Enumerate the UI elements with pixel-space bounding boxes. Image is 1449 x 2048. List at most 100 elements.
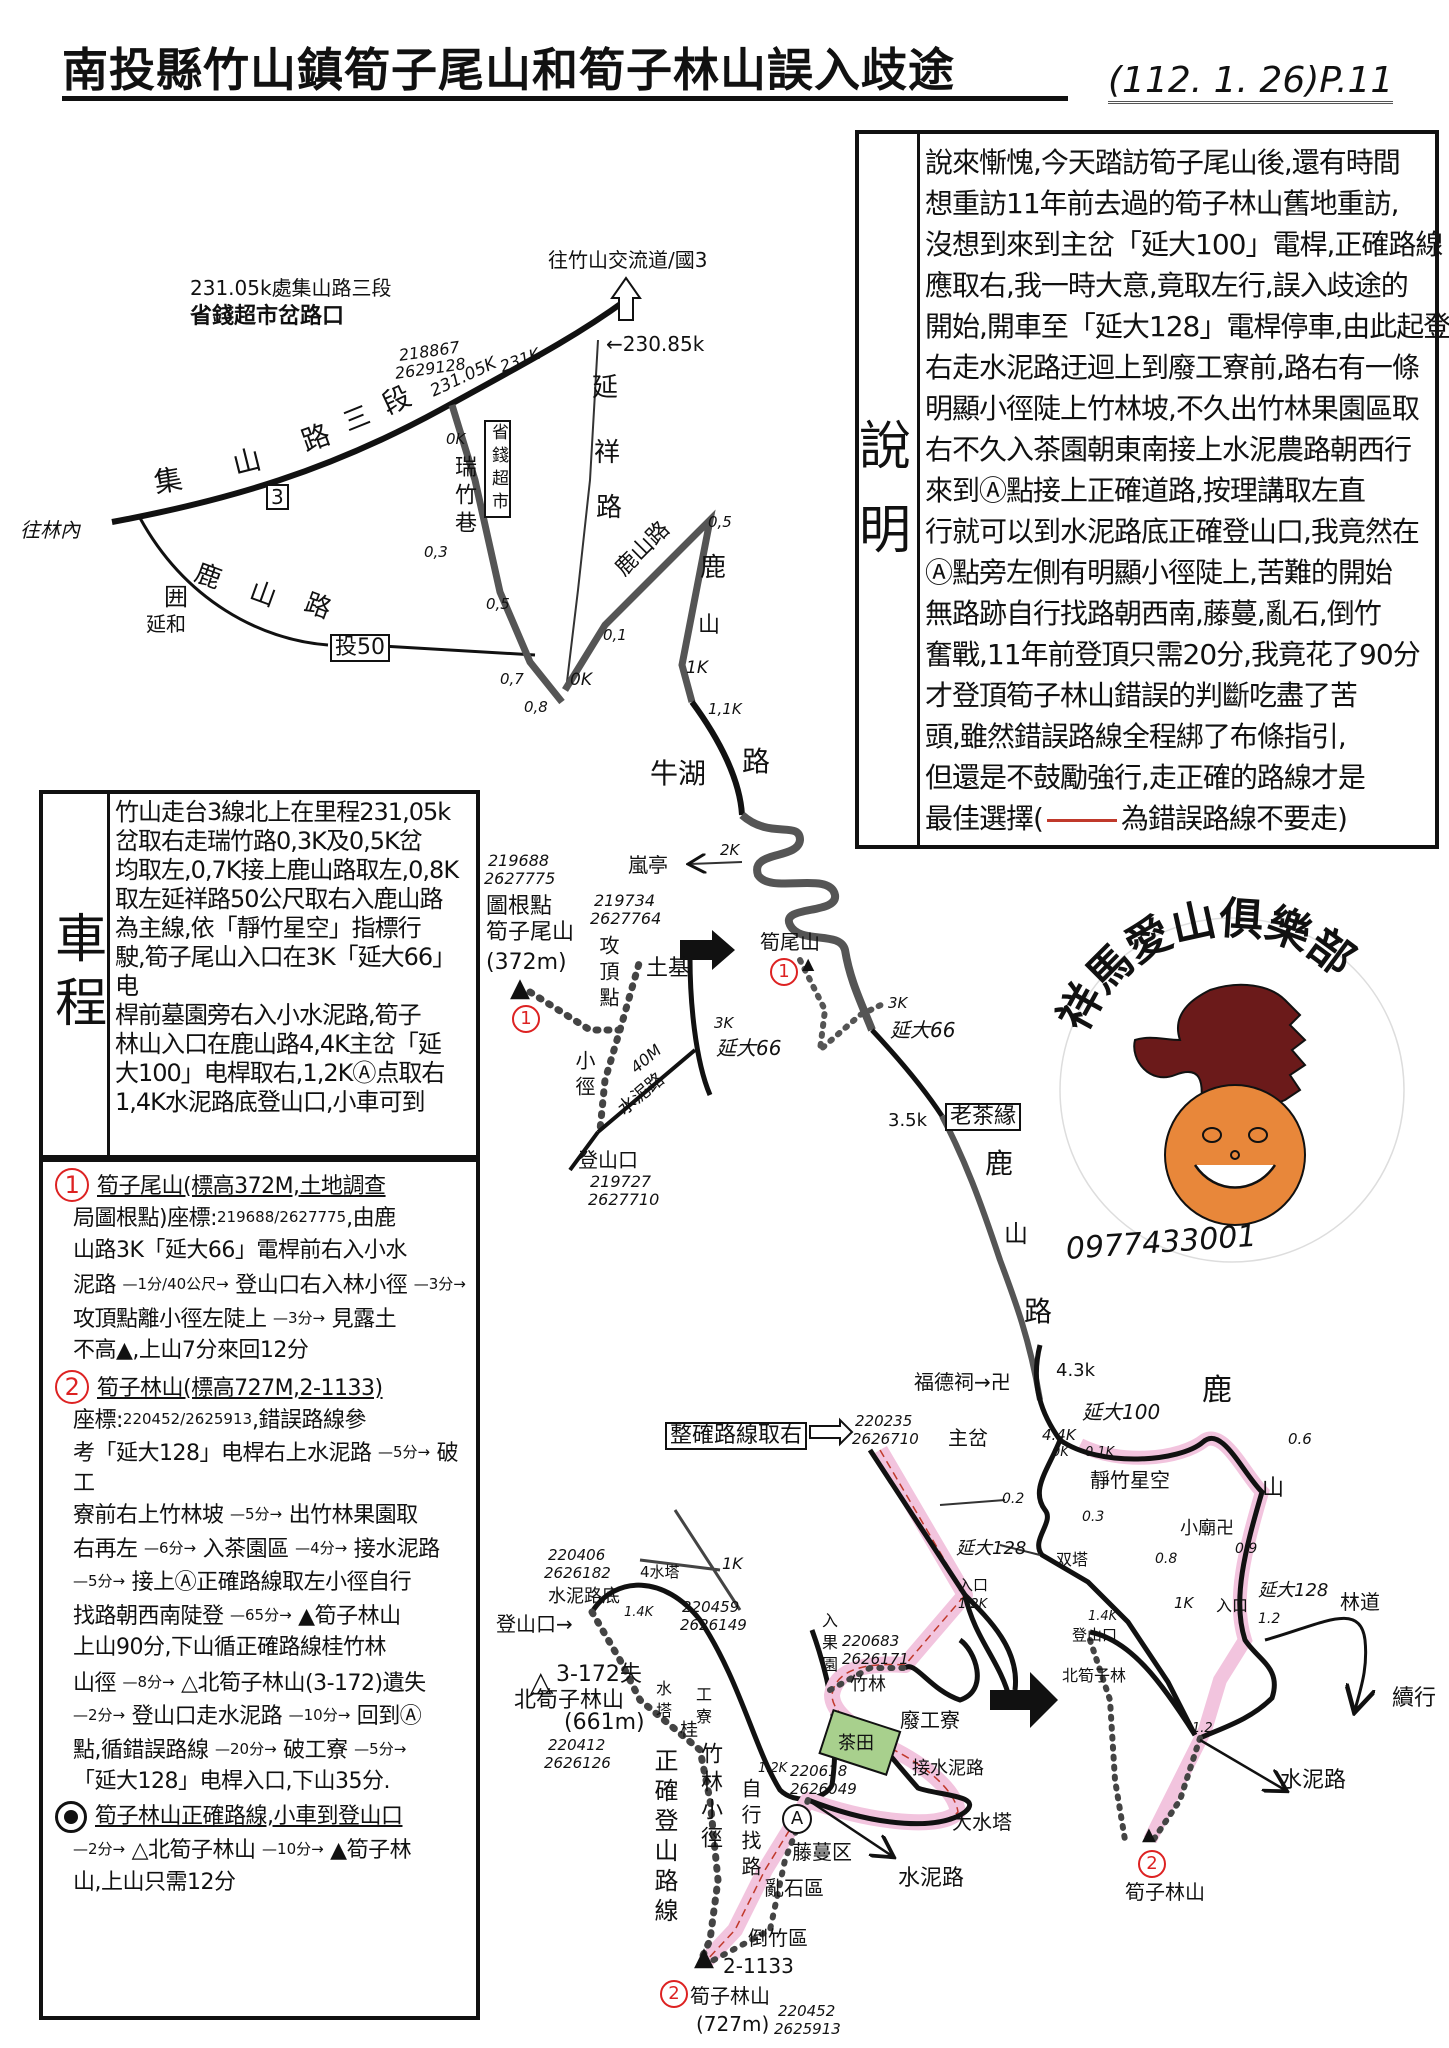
map-lower-coord-f1-label: 220683 [842, 1632, 900, 1650]
title-underline [62, 96, 1068, 101]
lanting-spur [690, 862, 743, 864]
map-mid-peak1-elev-label: (372m) [486, 950, 567, 975]
driving-line: 林山入口在鹿山路4,4K主岔「延 [115, 1030, 442, 1058]
map-lower-coord-f2-label: 2626171 [842, 1650, 909, 1668]
map-lower-coord-c2-label: 2626126 [544, 1754, 611, 1772]
route-line-text: 筍子林山(標高727M,2-1133) [97, 1375, 383, 1401]
explanation-box: 說明 說來慚愧,今天踏訪筍子尾山後,還有時間想重訪11年前去過的筍子林山舊地重訪… [855, 130, 1449, 849]
map-top-k1-1-label: 1,1K [708, 700, 742, 718]
map-top-to-linnei-label: 往林內 [20, 518, 80, 542]
road-switchback-hut [903, 1593, 1019, 1703]
map-lower-coord-e2-label: 2625913 [774, 2020, 841, 2038]
explanation-line: 右走水泥路迂迴上到廢工寮前,路右有一條 [925, 351, 1420, 384]
map-right-continue-label: 續行 [1392, 1686, 1437, 1711]
peak2-right-triangle-icon: ▲ [1142, 1824, 1156, 1845]
explanation-label: 說明 [859, 134, 920, 845]
road-to-big-tower [807, 1738, 972, 1827]
map-right-k0-1-label: 0.1K [1085, 1445, 1115, 1460]
map-lower-bamboo-path-label: 竹林小徑 [697, 1742, 722, 1854]
explanation-line: 沒想到來到主岔「延大100」電桿,正確路線 [925, 228, 1443, 261]
map-top-yanxiang-road-1-label: 祥 [594, 438, 621, 468]
trail-north-peak [1087, 1637, 1203, 1845]
route-line: 寮前右上竹林坡 —5分→ 出竹林果園取 [73, 1503, 418, 1528]
target-bullet-icon [55, 1800, 87, 1833]
route-line: 考「延大128」电桿右上水泥路 —5分→ 破工 [73, 1441, 459, 1496]
map-lower-coord-c1-label: 220412 [548, 1736, 606, 1754]
club-logo: 祥馬愛山俱樂部 [1048, 893, 1405, 1263]
driving-line: 岔取右走瑞竹路0,3K及0,5K岔 [115, 827, 423, 855]
map-lower-join-cement-label: 接水泥路 [912, 1758, 984, 1779]
map-lower-rock-zone-label: 亂石區 [764, 1876, 824, 1900]
road-yanxiang [565, 339, 599, 691]
map-lower-to-orchard-label: 入果園 [819, 1612, 838, 1678]
map-mid-path-label-label: 小徑 [572, 1050, 596, 1102]
trail-peak1 [526, 956, 644, 1134]
map-top-k0-5b-label: 0,5 [708, 513, 732, 531]
map-mid-summit-point-label: 攻頂點 [596, 935, 620, 1013]
road-switchbacks [739, 811, 876, 1032]
route-line: —2分→ 登山口走水泥路 —10分→ 回到Ⓐ [73, 1704, 422, 1729]
road-jishan-section3 [111, 297, 628, 525]
map-mid-road-lushan-2-label: 路 [1024, 1295, 1053, 1328]
road-main-south [1033, 1344, 1198, 1737]
map-lower-trailhead-label: 登山口→ [496, 1612, 573, 1636]
map-lower-benchmark-2-label: 2-1133 [723, 1954, 794, 1978]
map-right-forest-road-label: 林道 [1340, 1590, 1380, 1614]
map-lower-peak2-elev-label: (727m) [696, 2012, 770, 2036]
map-top-lu-label: 鹿 [700, 553, 727, 583]
explanation-line: 想重訪11年前去過的筍子林山舊地重訪, [925, 187, 1400, 220]
smiley-face-icon [1164, 1084, 1306, 1226]
map-lower-coord-b2-label: 2626149 [680, 1616, 747, 1634]
route-line: 筍子林山正確路線,小車到登山口 [51, 1800, 470, 1835]
map-top-tou50-label: 投50 [330, 634, 390, 662]
explanation-line: 最佳選擇(為錯誤路線不要走) [925, 798, 1449, 839]
map-mid-k3-label: 3K [714, 1014, 734, 1032]
map-lower-bamboo-label: 竹林 [850, 1674, 886, 1695]
map-right-k0-8-label: 0.8 [1155, 1551, 1178, 1567]
map-top-yanxiang-road-0-label: 延 [592, 373, 619, 403]
road-lushan-west [138, 517, 536, 657]
map-lower-gui-label: 桂 [680, 1720, 698, 1741]
peak2-triangle-icon: ▲ [694, 1942, 714, 1972]
map-lower-k1-2-label: 1.2K [758, 1761, 788, 1776]
map-top-zero-k-label: 0K [446, 430, 466, 448]
map-top-shengqian-store-label: 省錢超市 [484, 420, 511, 518]
driving-label: 車程 [43, 794, 110, 1155]
map-top-ruizhu-lane-label: 瑞竹巷 [451, 455, 476, 539]
map-lower-correct-trail-label: 正確登山路線 [650, 1748, 678, 1928]
map-lower-north-peak-label: 北筍子林山 [514, 1688, 625, 1713]
map-top-k0-label: 0K [570, 670, 592, 690]
map-mid-benchmark-label: 圖根點 [486, 894, 553, 919]
map-lower-lost-marker-label: 3-172失 [556, 1662, 642, 1687]
explanation-line: 來到Ⓐ點接上正確道路,按理講取左直 [925, 474, 1366, 507]
route-line: 山,上山只需12分 [73, 1869, 236, 1895]
map-top-k0-8-label: 0,8 [524, 698, 548, 716]
route-line: 泥路 —1分/40公尺→ 登山口右入林小徑 —3分→ [73, 1273, 466, 1298]
map-top-k0-1-label: 0,1 [603, 626, 627, 644]
route-line-text: 筍子林山正確路線,小車到登山口 [95, 1803, 403, 1829]
driving-line: 大100」电桿取右,1,2KⒶ点取右 [115, 1059, 445, 1087]
map-right-trailhead-label: 登山口 [1072, 1626, 1118, 1644]
map-mid-pole66b-label: 延大66 [890, 1018, 956, 1042]
map-top-k0-7-label: 0,7 [500, 670, 524, 688]
map-right-cement-road-label: 水泥路 [1280, 1768, 1347, 1793]
date-page-number: (112. 1. 26)P.11 [1108, 60, 1394, 104]
map-lower-water-tower-label: 水塔 [653, 1680, 672, 1724]
peak2-number-badge: 2 [55, 1369, 89, 1404]
explanation-line: 開始,開車至「延大128」電桿停車,由此起登 [925, 310, 1449, 343]
map-right-jingzhu-label: 靜竹星空 [1090, 1468, 1170, 1492]
legend-open: 最佳選擇( [925, 802, 1044, 835]
map-top-k1-label: 1K [686, 658, 708, 678]
map-mid-coord2b-label: 2627764 [590, 909, 662, 928]
north-peak-triangle-icon: △ [530, 1665, 552, 1698]
correct-route-arrow [809, 1417, 854, 1447]
road-lushan-south2 [939, 1114, 1043, 1401]
map-mid-k3b-label: 3K [888, 994, 908, 1012]
explanation-line: Ⓐ點旁左側有明顯小徑陡上,苦難的開始 [925, 556, 1393, 589]
map-mid-coord3a-label: 219727 [590, 1172, 652, 1191]
map-right-k4-4-label: 4.4K [1042, 1426, 1076, 1444]
map-top-yanxiang-road-2-label: 路 [596, 493, 623, 523]
